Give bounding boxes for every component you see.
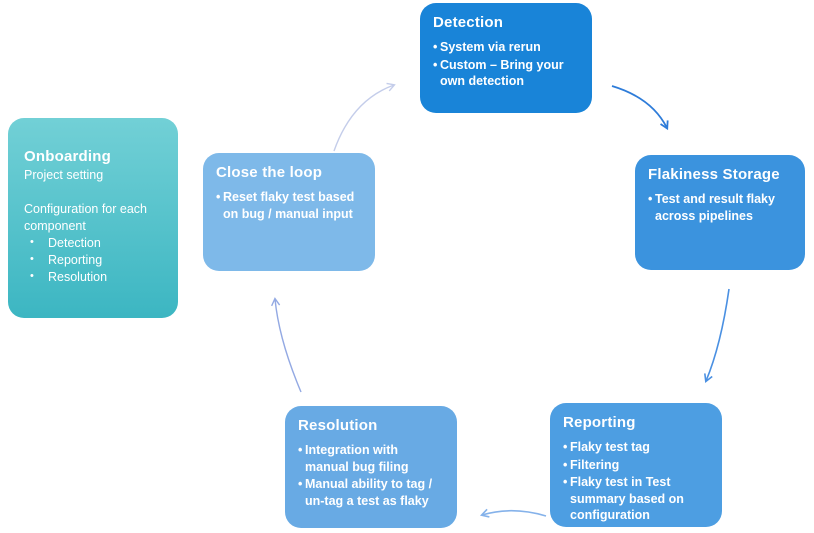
reporting-title: Reporting: [563, 414, 636, 431]
arrow-flakiness-storage-to-reporting: [704, 288, 730, 383]
arrow-detection-to-flakiness-storage: [611, 85, 669, 131]
bullet-item: Integration with manual bug filing: [298, 442, 445, 475]
flakiness-storage-title: Flakiness Storage: [648, 166, 780, 183]
onboarding-body: Configuration for each component: [24, 201, 147, 233]
flakiness-storage-box: Flakiness Storage Test and result flaky …: [635, 155, 805, 270]
bullet-item: Manual ability to tag / un-tag a test as…: [298, 476, 445, 509]
onboarding-subtitle: Project setting: [24, 168, 104, 182]
bullet-item: Detection: [24, 235, 166, 252]
arrow-reporting-to-resolution: [479, 508, 547, 518]
arrow-resolution-to-close-the-loop: [271, 297, 302, 393]
resolution-title: Resolution: [298, 417, 378, 434]
bullet-item: Resolution: [24, 269, 166, 286]
bullet-item: Flaky test in Test summary based on conf…: [563, 474, 710, 524]
onboarding-title: Onboarding: [24, 148, 111, 165]
bullet-item: Reset flaky test based on bug / manual i…: [216, 189, 363, 222]
bullet-item: Reporting: [24, 252, 166, 269]
onboarding-box: Onboarding Project setting Configuration…: [8, 118, 178, 318]
bullet-item: System via rerun: [433, 39, 580, 56]
close-the-loop-title: Close the loop: [216, 164, 323, 181]
bullet-item: Flaky test tag: [563, 439, 710, 456]
arrow-close-the-loop-to-detection: [333, 82, 396, 152]
close-the-loop-box: Close the loop Reset flaky test based on…: [203, 153, 375, 271]
detection-box: Detection System via rerun Custom – Brin…: [420, 3, 592, 113]
bullet-item: Custom – Bring your own detection: [433, 57, 580, 90]
resolution-box: Resolution Integration with manual bug f…: [285, 406, 457, 528]
bullet-item: Test and result flaky across pipelines: [648, 191, 793, 224]
spacer: [24, 184, 166, 201]
reporting-box: Reporting Flaky test tag Filtering Flaky…: [550, 403, 722, 527]
detection-title: Detection: [433, 14, 504, 31]
bullet-item: Filtering: [563, 457, 710, 474]
